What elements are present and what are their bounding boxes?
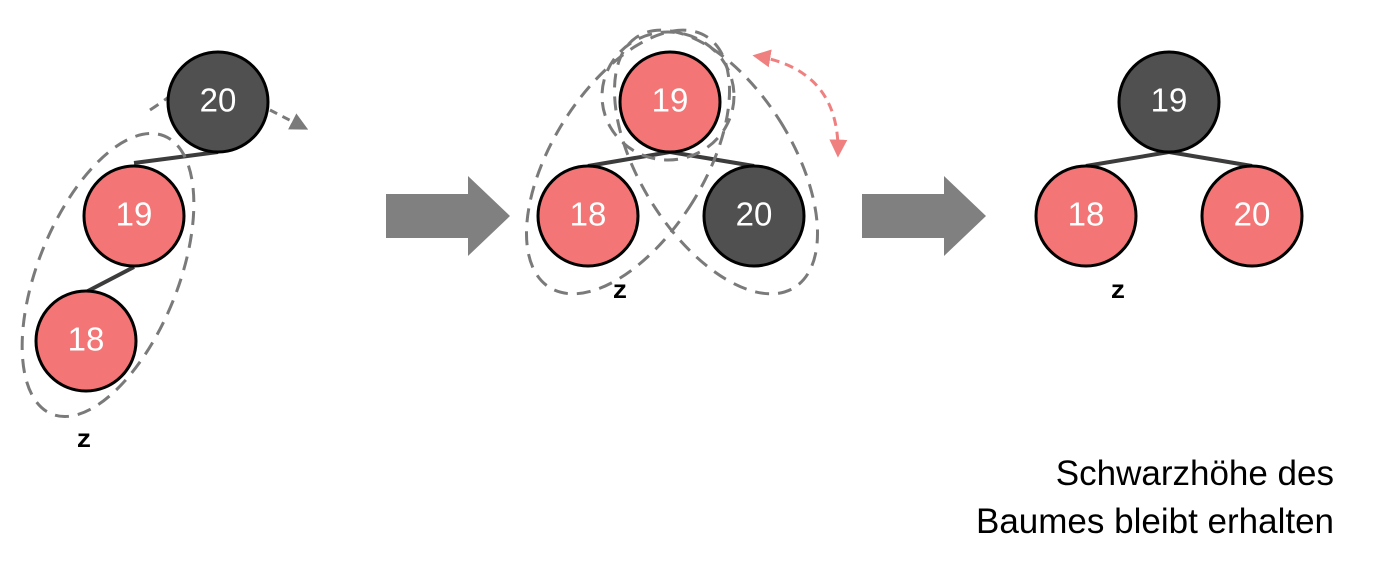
node-label: 18 — [570, 196, 607, 233]
node-label: 20 — [200, 82, 237, 119]
tree-node: 19 — [82, 164, 186, 268]
tree-node: 18 — [536, 164, 640, 268]
dashed-group-outline — [20, 131, 196, 419]
edge-19-18 — [85, 265, 135, 294]
z-label: z — [612, 276, 628, 306]
dashed-arrow — [269, 108, 309, 130]
caption-line-2: Baumes bleibt erhalten — [976, 502, 1334, 541]
node-label: 20 — [1234, 196, 1271, 233]
node-label: 20 — [736, 196, 773, 233]
edge-19-20 — [1168, 150, 1253, 168]
right-arrow-icon — [386, 176, 510, 256]
tree-node: 18 — [34, 289, 138, 393]
node-label: 19 — [1151, 82, 1188, 119]
stage-1: 20 19 18 z — [20, 50, 309, 455]
edge-19-18 — [587, 150, 671, 168]
node-label: 19 — [652, 82, 689, 119]
tree-node: 18 — [1034, 164, 1138, 268]
dashed-group-outline — [524, 28, 732, 296]
tree-node: 20 — [1200, 164, 1304, 268]
caption: Schwarzhöhe des Baumes bleibt erhalten — [976, 450, 1334, 546]
edge-19-18 — [1085, 150, 1170, 168]
z-label: z — [76, 425, 92, 455]
node-label: 18 — [1068, 196, 1105, 233]
dashed-group-outline — [600, 30, 736, 162]
z-label: z — [1110, 276, 1126, 306]
stage-2: 19 18 20 z — [524, 28, 848, 306]
tree-node: 20 — [702, 164, 806, 268]
node-label: 18 — [68, 321, 105, 358]
right-arrow-icon — [862, 176, 986, 256]
edge-20-19 — [133, 150, 219, 165]
node-label: 19 — [116, 196, 153, 233]
caption-line-1: Schwarzhöhe des — [1055, 454, 1334, 493]
edge-19-20 — [669, 150, 755, 168]
stage-3: 19 18 20 z — [1034, 50, 1304, 306]
tree-node: 20 — [166, 50, 270, 154]
tree-node: 19 — [1117, 50, 1221, 154]
rotation-arrow-icon — [752, 49, 848, 158]
tree-node: 19 — [618, 50, 722, 154]
